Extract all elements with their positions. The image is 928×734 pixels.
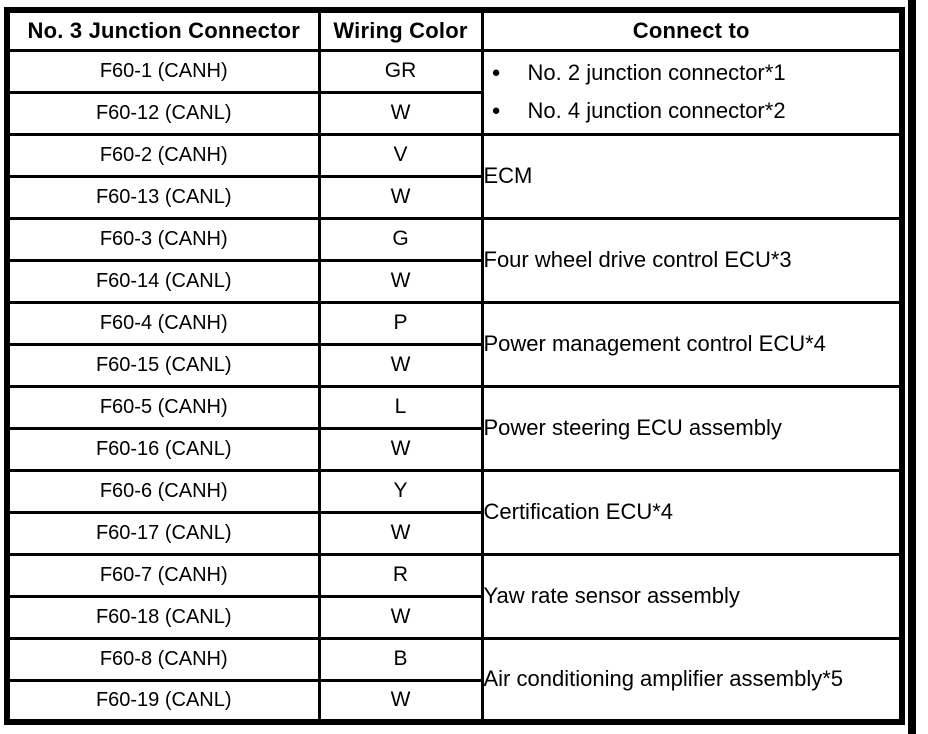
table-row: F60-13 (CANL) W xyxy=(5,174,902,220)
wiring-color-cell: P xyxy=(317,300,484,346)
connect-to-cell: Yaw rate sensor assembly xyxy=(480,552,904,640)
bullet-icon: ● xyxy=(491,102,501,119)
table-row: F60-17 (CANL) W xyxy=(5,510,902,556)
wiring-color-cell: W xyxy=(317,510,484,556)
connect-to-cell: Power management control ECU*4 xyxy=(480,300,904,388)
connect-to-text: No. 2 junction connector*1 xyxy=(527,60,786,85)
table-row: F60-6 (CANH) Y Certification ECU*4 xyxy=(5,468,904,556)
wiring-color-cell: V xyxy=(317,132,484,178)
pin-cell: F60-18 (CANL) xyxy=(5,594,321,640)
bullet-icon: ● xyxy=(491,64,501,81)
pin-cell: F60-14 (CANL) xyxy=(5,258,321,304)
table-row: F60-1 (CANH) GR ● No. 2 junction connect… xyxy=(5,48,904,136)
table-row: F60-3 (CANH) G Four wheel drive control … xyxy=(5,216,904,304)
connect-to-cell: ECM xyxy=(480,132,904,220)
pin-cell: F60-5 (CANH) xyxy=(5,384,321,430)
pin-cell: F60-3 (CANH) xyxy=(5,216,321,262)
table-row: F60-5 (CANH) L Power steering ECU assemb… xyxy=(5,384,904,472)
pin-cell: F60-6 (CANH) xyxy=(5,468,321,514)
wiring-color-cell: W xyxy=(317,174,484,220)
table-row: F60-16 (CANL) W xyxy=(5,426,902,472)
connect-to-bullet-list: ● No. 2 junction connector*1 ● No. 4 jun… xyxy=(485,61,900,123)
connect-to-cell: Air conditioning amplifier assembly*5 xyxy=(480,636,904,724)
connect-to-cell: Certification ECU*4 xyxy=(480,468,904,556)
table-row: F60-2 (CANH) V ECM xyxy=(5,132,904,220)
table-row: F60-7 (CANH) R Yaw rate sensor assembly xyxy=(5,552,904,640)
junction-connector-table: No. 3 Junction Connector Wiring Color Co… xyxy=(4,7,905,725)
wiring-color-cell: W xyxy=(317,258,484,304)
header-row: No. 3 Junction Connector Wiring Color Co… xyxy=(5,8,904,52)
pin-cell: F60-4 (CANH) xyxy=(5,300,321,346)
pin-cell: F60-16 (CANL) xyxy=(5,426,321,472)
wiring-color-cell: W xyxy=(317,342,484,388)
pin-cell: F60-7 (CANH) xyxy=(5,552,321,598)
connect-to-text: No. 4 junction connector*2 xyxy=(527,98,786,123)
pin-cell: F60-12 (CANL) xyxy=(5,90,321,136)
list-item: ● No. 2 junction connector*1 xyxy=(492,61,900,85)
table-row: F60-8 (CANH) B Air conditioning amplifie… xyxy=(5,636,904,724)
connect-to-cell: ● No. 2 junction connector*1 ● No. 4 jun… xyxy=(480,48,904,136)
wiring-color-cell: W xyxy=(317,90,484,136)
pin-cell: F60-1 (CANH) xyxy=(5,48,321,94)
wiring-color-cell: L xyxy=(317,384,484,430)
wiring-color-cell: W xyxy=(317,594,484,640)
pin-cell: F60-2 (CANH) xyxy=(5,132,321,178)
table-row: F60-12 (CANL) W xyxy=(5,90,902,136)
wiring-color-cell: GR xyxy=(317,48,484,94)
pin-cell: F60-15 (CANL) xyxy=(5,342,321,388)
pin-cell: F60-19 (CANL) xyxy=(5,678,321,724)
table-row: F60-18 (CANL) W xyxy=(5,594,902,640)
wiring-color-cell: B xyxy=(317,636,484,682)
wiring-color-cell: R xyxy=(317,552,484,598)
wiring-color-cell: G xyxy=(317,216,484,262)
page-edge-bar xyxy=(908,0,916,734)
pin-cell: F60-8 (CANH) xyxy=(5,636,321,682)
list-item: ● No. 4 junction connector*2 xyxy=(492,99,900,123)
wiring-color-cell: W xyxy=(317,426,484,472)
column-header-connect-to: Connect to xyxy=(480,8,904,52)
table-row: F60-14 (CANL) W xyxy=(5,258,902,304)
pin-cell: F60-17 (CANL) xyxy=(5,510,321,556)
table-row: F60-15 (CANL) W xyxy=(5,342,902,388)
table-row: F60-19 (CANL) W xyxy=(5,678,902,724)
connect-to-cell: Power steering ECU assembly xyxy=(480,384,904,472)
table-row: F60-4 (CANH) P Power management control … xyxy=(5,300,904,388)
column-header-wiring-color: Wiring Color xyxy=(317,8,484,52)
wiring-color-cell: W xyxy=(317,678,484,724)
wiring-color-cell: Y xyxy=(317,468,484,514)
pin-cell: F60-13 (CANL) xyxy=(5,174,321,220)
column-header-junction-connector: No. 3 Junction Connector xyxy=(5,8,321,52)
connect-to-cell: Four wheel drive control ECU*3 xyxy=(480,216,904,304)
